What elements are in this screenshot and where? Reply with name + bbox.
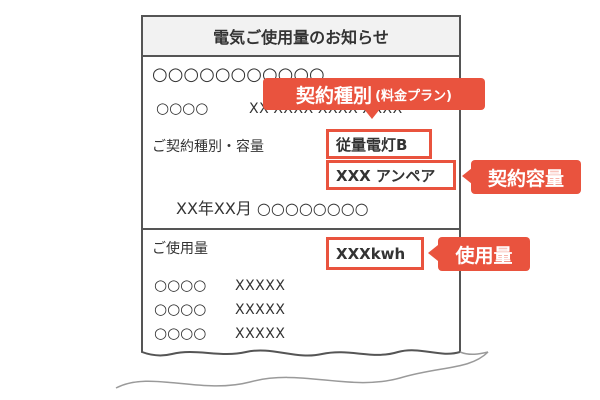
usage-callout-text: 使用量: [455, 244, 513, 267]
row-value: XXXXX: [235, 302, 286, 318]
title-band: [143, 17, 459, 56]
period: XX年XX月 ○○○○○○○○: [176, 199, 369, 218]
contract-capacity-box: XXX アンペア: [326, 160, 456, 190]
row-value: XXXXX: [235, 326, 286, 342]
account-prefix: ○○○○: [156, 99, 209, 117]
notice-title: 電気ご使用量のお知らせ: [213, 28, 389, 47]
row-label: ○○○○: [154, 324, 207, 342]
capacity-callout-pointer: [462, 168, 472, 184]
usage-callout-pointer: [428, 245, 438, 261]
contract-type-box: 従量電灯B: [326, 129, 432, 159]
contract-type-callout-sub: (料金プラン): [375, 88, 452, 104]
usage-value-box: XXXkwh: [326, 237, 424, 270]
usage-callout: 使用量: [438, 237, 530, 271]
row-label: ○○○○: [154, 300, 207, 318]
receipt-curl: [115, 351, 489, 389]
receipt-curl-shadow: [459, 351, 489, 356]
contract-type-callout-pointer: [364, 109, 380, 119]
capacity-callout: 契約容量: [471, 160, 581, 194]
contract-type-callout-main: 契約種別: [296, 84, 373, 107]
capacity-callout-text: 契約容量: [487, 167, 564, 190]
contract-type-callout: 契約種別 (料金プラン): [263, 78, 485, 110]
contract-label: ご契約種別・容量: [152, 139, 264, 155]
row-label: ○○○○: [154, 276, 207, 294]
usage-value: XXXkwh: [336, 244, 406, 263]
row-value: XXXXX: [235, 278, 286, 294]
contract-type-value: 従量電灯B: [336, 135, 408, 154]
contract-capacity-value: XXX アンペア: [336, 166, 436, 185]
usage-label: ご使用量: [152, 241, 208, 257]
